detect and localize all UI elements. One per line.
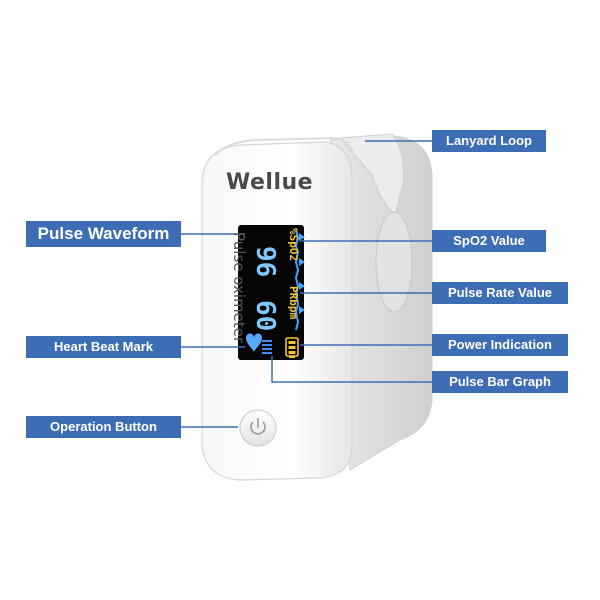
device-body-label: Pulse oximeter	[230, 232, 248, 344]
brand-logo-text: Wellue	[226, 170, 314, 195]
spo2-label: %SpO2	[287, 228, 300, 262]
heart-beat-icon	[246, 333, 262, 352]
spo2-reading: 96	[250, 246, 280, 278]
callout-power-indication: Power Indication	[432, 334, 568, 356]
waveform-peaks	[299, 233, 305, 314]
pr-label: PRbpm	[287, 286, 300, 320]
callout-pulse-waveform: Pulse Waveform	[26, 221, 181, 247]
pulse-waveform-trace	[294, 229, 300, 331]
battery-icon	[285, 337, 299, 358]
power-icon	[250, 418, 266, 435]
leader-lines	[180, 140, 432, 428]
callout-spo2-value: SpO2 Value	[432, 230, 546, 252]
lanyard-loop-shape	[338, 133, 405, 216]
callout-pulse-rate-value: Pulse Rate Value	[432, 282, 568, 304]
side-clip	[375, 211, 413, 313]
pulse-bar-graph-icon	[262, 340, 272, 354]
callout-operation-button: Operation Button	[26, 416, 181, 438]
callout-heart-beat-mark: Heart Beat Mark	[26, 336, 181, 358]
callout-lanyard-loop: Lanyard Loop	[432, 130, 546, 152]
device-top-edge	[214, 136, 356, 161]
callout-pulse-bar-graph: Pulse Bar Graph	[432, 371, 568, 393]
oled-screen	[238, 225, 304, 360]
pr-reading: 60	[250, 300, 280, 332]
